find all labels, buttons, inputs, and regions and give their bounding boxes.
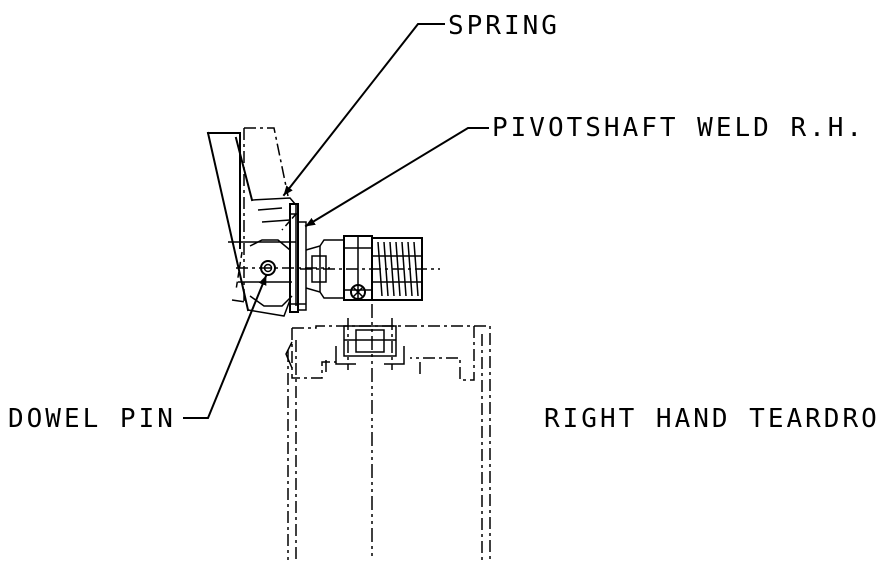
teardrop-arm [206,131,291,317]
hub-body [228,197,330,307]
spring-leader [282,23,445,197]
pivotshaft-leader [304,127,489,228]
dowel-pin-label: DOWEL PIN [8,404,176,434]
lower-housing [285,325,491,560]
drawing-title: RIGHT HAND TEARDROP [544,404,876,434]
threaded-nut [371,237,423,301]
clamp-block [335,318,405,370]
spring-label: SPRING [448,11,560,41]
pivot-plate [289,203,307,313]
pivotshaft-label: PIVOTSHAFT WELD R.H. [492,113,865,143]
set-screw [350,284,366,300]
phantom-arm-outline [231,127,289,305]
dowel-pin [260,260,276,276]
center-line [325,304,421,560]
shaft-collar [343,235,373,301]
dowel-pin-leader [183,274,268,419]
